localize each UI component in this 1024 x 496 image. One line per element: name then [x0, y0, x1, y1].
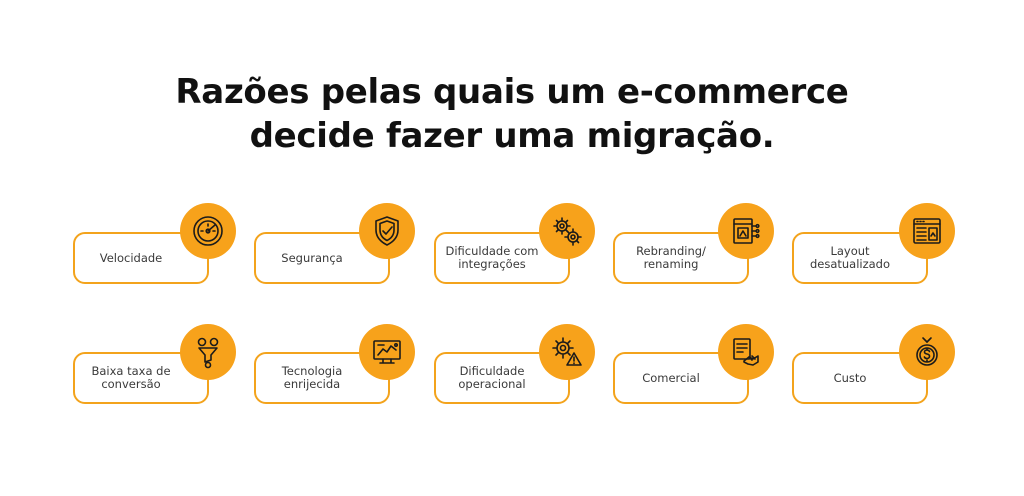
money-coin-icon [899, 324, 955, 380]
title-line-2: decide fazer uma migração. [249, 116, 775, 156]
reason-card-layout: Layout desatualizado [792, 232, 928, 284]
gear-warning-icon [539, 324, 595, 380]
page-title: Razões pelas quais um e-commerce decide … [0, 70, 1024, 158]
reason-label: Dificuldade operacional [458, 364, 526, 391]
reason-label: Velocidade [99, 250, 163, 265]
title-line-1: Razões pelas quais um e-commerce [175, 72, 849, 112]
speedometer-icon [180, 203, 236, 259]
reason-label: Tecnologia enrijecida [281, 364, 343, 391]
brand-board-icon [718, 203, 774, 259]
conversion-funnel-icon [180, 324, 236, 380]
reason-label: Baixa taxa de conversão [91, 364, 171, 391]
reason-label: Segurança [281, 250, 343, 265]
gears-icon [539, 203, 595, 259]
reason-label: Comercial [642, 370, 700, 385]
reason-card-operacional: Dificuldade operacional [434, 352, 570, 404]
web-layout-icon [899, 203, 955, 259]
reason-label: Rebranding/ renaming [636, 244, 706, 271]
reason-label: Dificuldade com integrações [445, 244, 539, 271]
shield-check-icon [359, 203, 415, 259]
reason-label: Layout desatualizado [809, 244, 891, 271]
handshake-document-icon [718, 324, 774, 380]
reason-label: Custo [833, 370, 867, 385]
monitor-chart-icon [359, 324, 415, 380]
